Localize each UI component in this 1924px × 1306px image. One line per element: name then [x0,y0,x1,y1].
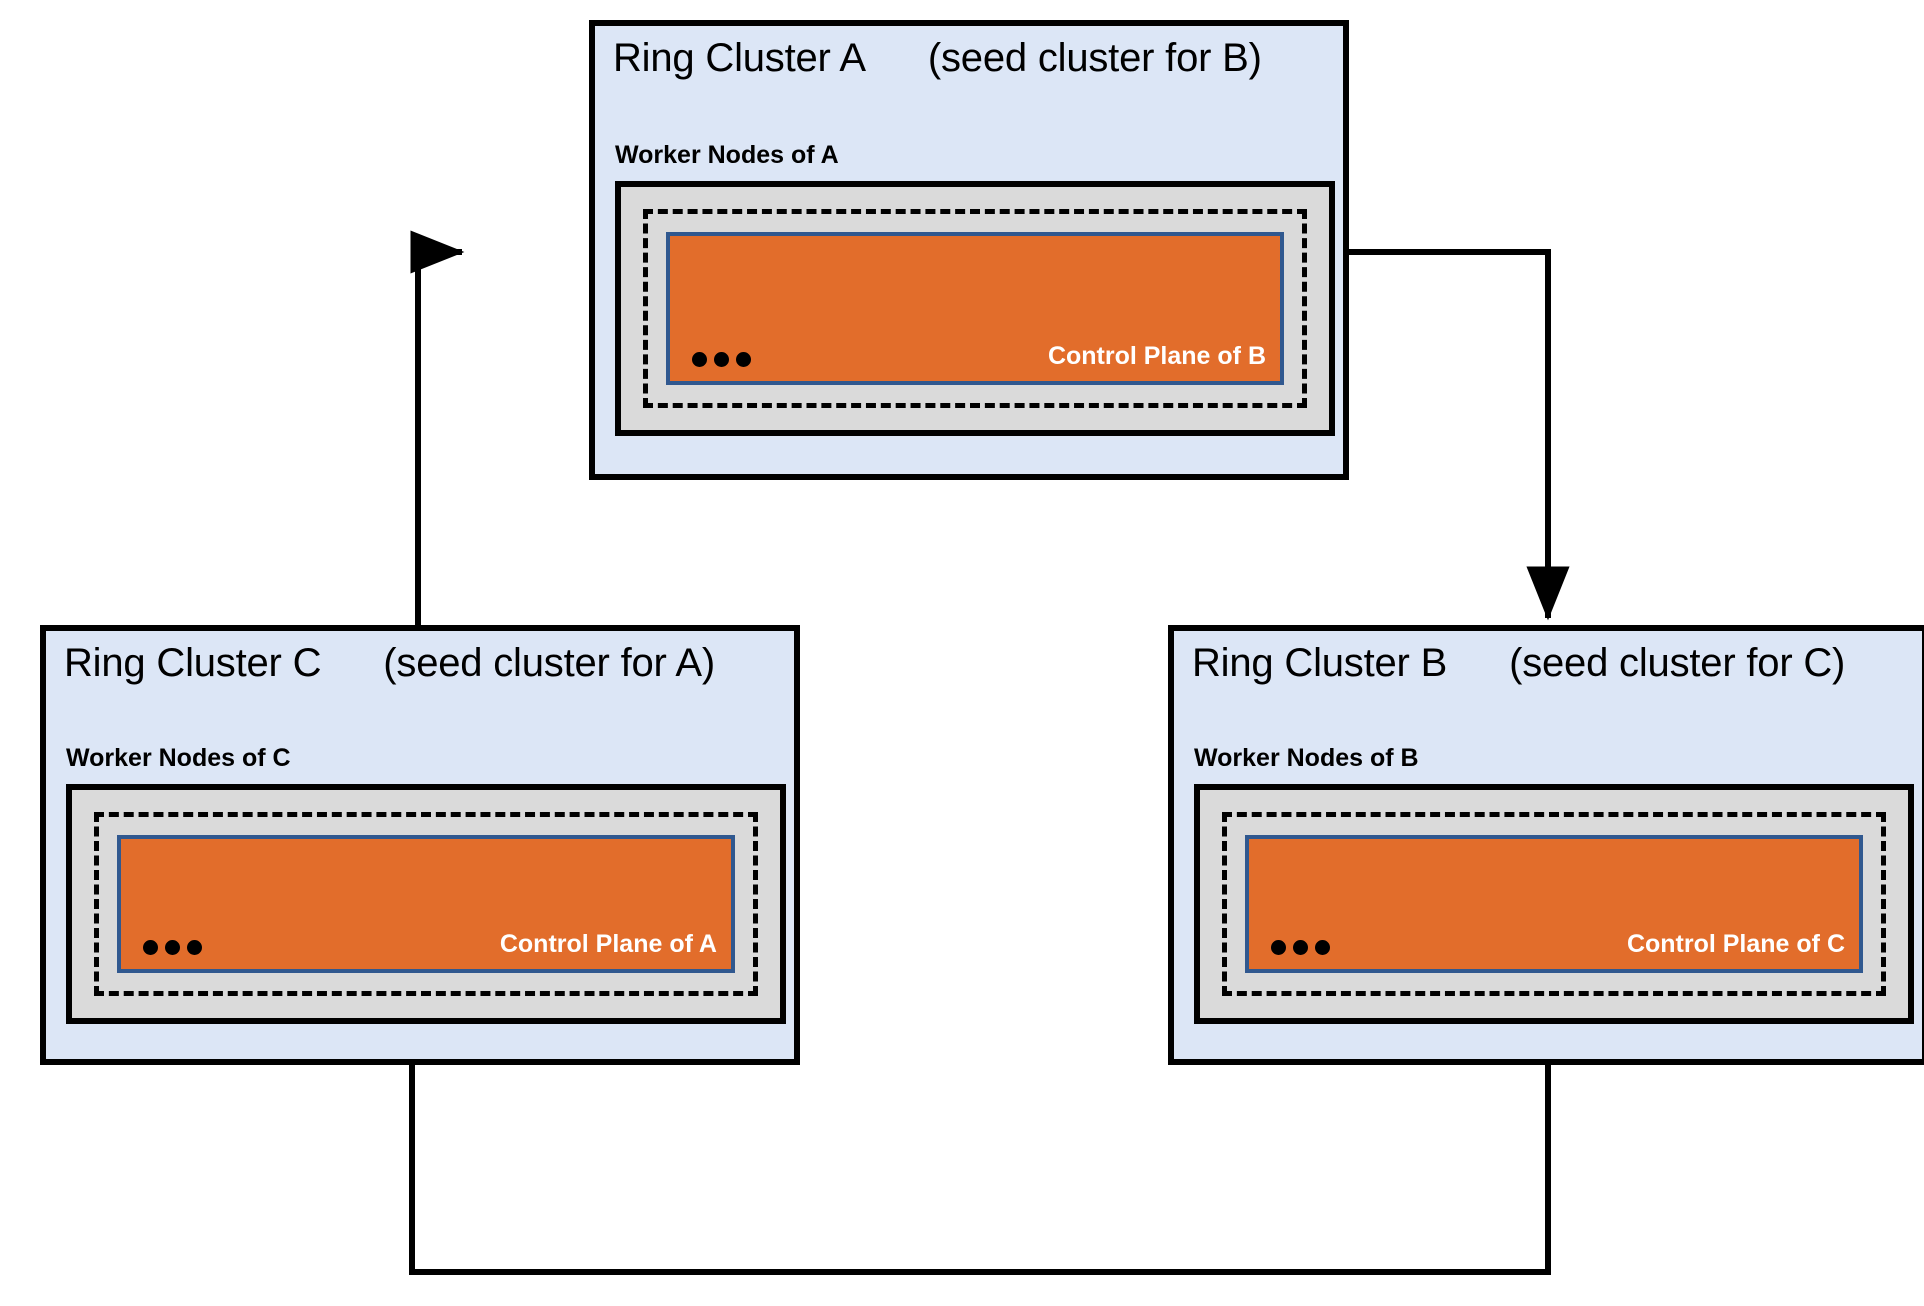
cluster-b-seed-note: (seed cluster for C) [1509,641,1846,685]
cluster-b-worker-box[interactable]: Control Plane of C [1194,784,1914,1024]
dot [165,940,180,955]
cluster-c-control-plane-label: Control Plane of A [499,930,717,958]
cluster-b-control-plane-label: Control Plane of C [1626,930,1845,958]
cluster-a-node-boundary: Control Plane of B [643,209,1307,408]
cluster-a-title-text: Ring Cluster A [613,36,866,80]
cluster-a-title: Ring Cluster A (seed cluster for B) [613,36,1262,81]
cluster-c[interactable]: Ring Cluster C (seed cluster for A) Worke… [40,625,800,1065]
cluster-a-seed-note: (seed cluster for B) [927,36,1262,80]
cluster-c-worker-label: Worker Nodes of C [66,744,291,772]
cluster-c-node-boundary: Control Plane of A [94,812,758,996]
cluster-b-ellipsis-dots [1271,940,1330,955]
connector-c-to-a [410,230,465,640]
dot [187,940,202,955]
dot [736,352,751,367]
cluster-a-ellipsis-dots [692,352,751,367]
cluster-b-worker-label: Worker Nodes of B [1194,744,1419,772]
dot [714,352,729,367]
dot [692,352,707,367]
cluster-b-title-text: Ring Cluster B [1192,641,1448,685]
cluster-c-seed-note: (seed cluster for A) [383,641,715,685]
cluster-b-control-plane[interactable]: Control Plane of C [1245,835,1863,973]
cluster-b-node-boundary: Control Plane of C [1222,812,1886,996]
cluster-b[interactable]: Ring Cluster B (seed cluster for C) Worke… [1168,625,1924,1065]
cluster-c-ellipsis-dots [143,940,202,955]
dot [1315,940,1330,955]
cluster-a-control-plane-label: Control Plane of B [1047,342,1266,370]
cluster-c-worker-box[interactable]: Control Plane of A [66,784,786,1024]
cluster-a[interactable]: Ring Cluster A (seed cluster for B) Worke… [589,20,1349,480]
dot [1293,940,1308,955]
dot [1271,940,1286,955]
cluster-a-control-plane[interactable]: Control Plane of B [666,232,1284,385]
cluster-b-title: Ring Cluster B (seed cluster for C) [1192,641,1845,686]
cluster-a-worker-label: Worker Nodes of A [615,141,839,169]
cluster-c-title: Ring Cluster C (seed cluster for A) [64,641,715,686]
cluster-a-worker-box[interactable]: Control Plane of B [615,181,1335,436]
dot [143,940,158,955]
cluster-c-title-text: Ring Cluster C [64,641,322,685]
cluster-c-control-plane[interactable]: Control Plane of A [117,835,735,973]
